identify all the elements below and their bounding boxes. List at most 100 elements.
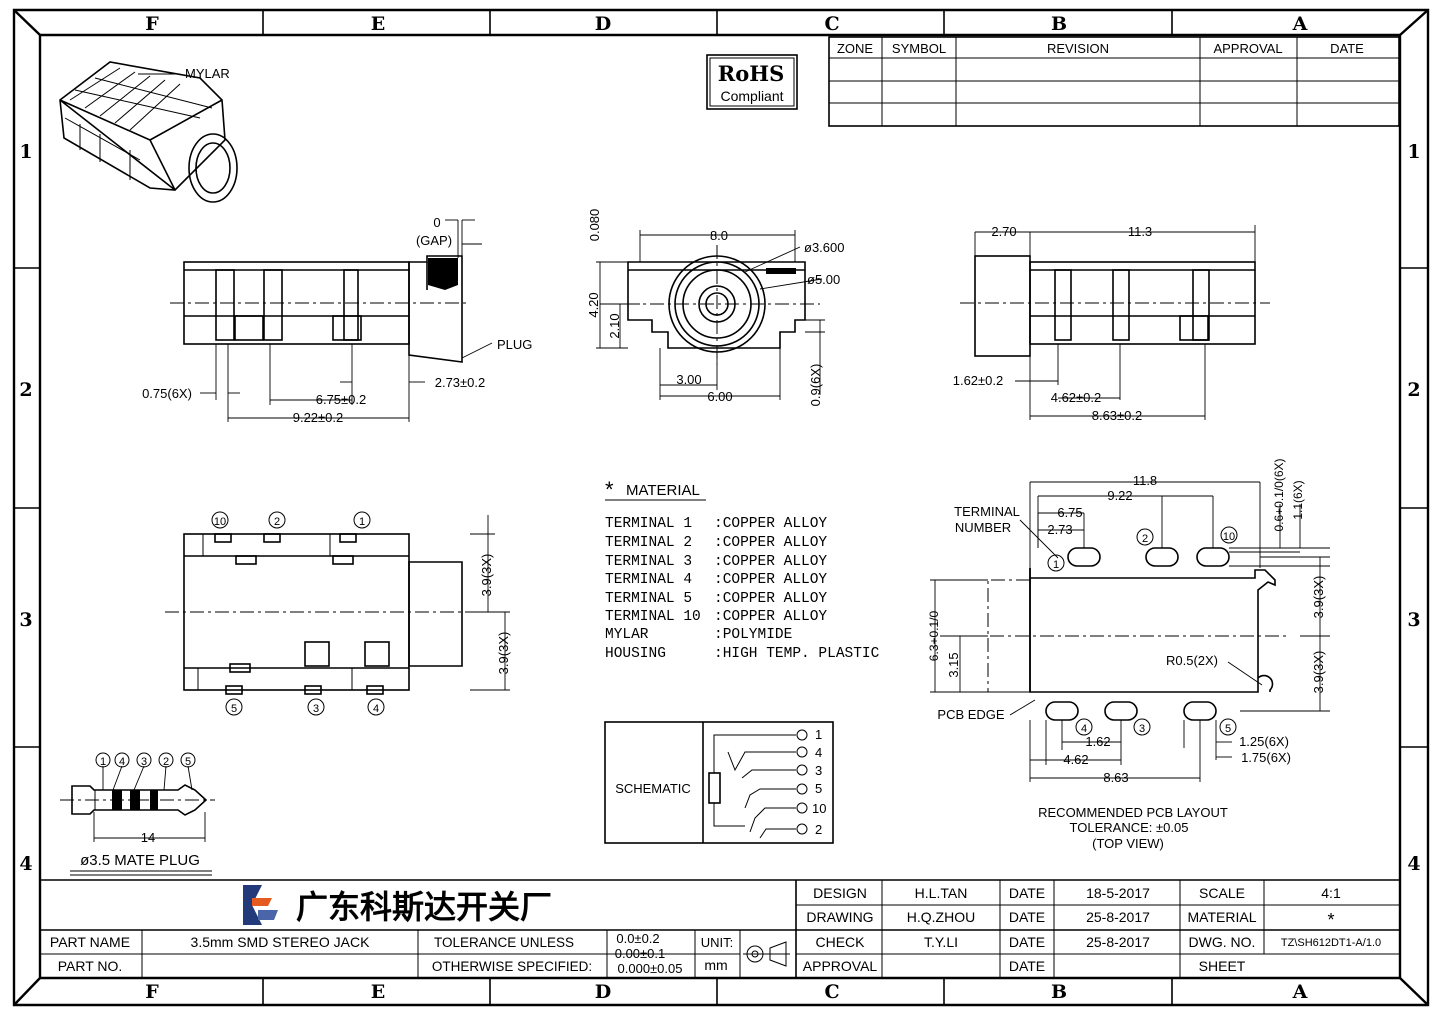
tolerance-1-decimal: 0.0±0.2 bbox=[616, 931, 659, 946]
dim-2-73: 2.73±0.2 bbox=[435, 375, 486, 390]
dim-2-70: 2.70 bbox=[991, 224, 1016, 239]
date-label-3: DATE bbox=[1009, 934, 1045, 950]
isometric-view: MYLAR bbox=[59, 61, 238, 203]
material-value-3: :COPPER ALLOY bbox=[714, 554, 827, 570]
row-label-4-right: 4 bbox=[1407, 853, 1420, 875]
schem-pin-5: 5 bbox=[815, 781, 822, 796]
pcb-pin-3: 3 bbox=[1139, 723, 1145, 735]
dim-6-75: 6.75±0.2 bbox=[316, 392, 367, 407]
bottom-pin-1: 1 bbox=[359, 516, 365, 528]
sheet-frame: F E D C B A F E D C B A 1 2 3 4 1 2 3 4 bbox=[12, 8, 1430, 1007]
dim-8-63: 8.63±0.2 bbox=[1092, 408, 1143, 423]
title-block: 广东科斯达开关厂 PART NAME 3.5mm SMD STEREO JACK… bbox=[40, 879, 1400, 978]
plug-pin-3: 3 bbox=[141, 756, 147, 768]
pcb-dim-3-15: 3.15 bbox=[946, 652, 961, 677]
col-label-d-bottom: D bbox=[595, 981, 611, 1003]
rohs-subtitle: Compliant bbox=[720, 88, 783, 104]
pcb-caption-3: (TOP VIEW) bbox=[1092, 836, 1164, 851]
dim-3-9-lower: 3.9(3X) bbox=[496, 632, 511, 675]
pcb-pin-4: 4 bbox=[1081, 723, 1087, 735]
pcb-dim-11-8: 11.8 bbox=[1133, 473, 1157, 488]
col-label-e-top: E bbox=[371, 13, 385, 35]
asterisk-icon: * bbox=[605, 477, 614, 502]
col-label-c-bottom: C bbox=[824, 981, 839, 1003]
tolerance-3-decimal: 0.000±0.05 bbox=[618, 961, 683, 976]
rev-header-symbol: SYMBOL bbox=[892, 41, 946, 56]
schem-pin-3: 3 bbox=[815, 763, 822, 778]
col-label-c-top: C bbox=[824, 13, 839, 35]
material-rows: TERMINAL 1 :COPPER ALLOY TERMINAL 2 :COP… bbox=[605, 516, 880, 662]
material-value-mylar: :POLYMIDE bbox=[714, 627, 792, 643]
material-part-10: TERMINAL 10 bbox=[605, 609, 701, 625]
row-label-1-right: 1 bbox=[1407, 141, 1420, 163]
schematic: SCHEMATIC 1 4 3 5 10 2 bbox=[604, 721, 834, 844]
bottom-pin-5: 5 bbox=[231, 703, 237, 715]
material-value-4: :COPPER ALLOY bbox=[714, 572, 827, 588]
schem-pin-1: 1 bbox=[815, 727, 822, 742]
date-value-1: 18-5-2017 bbox=[1086, 885, 1150, 901]
tolerance-line-1: TOLERANCE UNLESS bbox=[434, 935, 574, 950]
unit-value: mm bbox=[704, 957, 727, 973]
schem-pin-10: 10 bbox=[812, 801, 826, 816]
pcb-dim-3-9-upper: 3.9(3X) bbox=[1311, 576, 1326, 619]
col-label-d-top: D bbox=[595, 13, 611, 35]
approval-label: APPROVAL bbox=[803, 958, 878, 974]
dim-d5-00: ø5.00 bbox=[807, 272, 840, 287]
pcb-pin-10: 10 bbox=[1223, 531, 1235, 543]
pcb-layout: 1 2 10 4 3 5 TERMINAL NUMBER 11.8 9.22 6… bbox=[927, 458, 1330, 851]
col-label-b-top: B bbox=[1051, 13, 1067, 35]
mate-plug: 1 4 3 2 5 14 ø3.5 MATE PLUG bbox=[60, 752, 215, 876]
date-label-2: DATE bbox=[1009, 909, 1045, 925]
mate-plug-title: ø3.5 MATE PLUG bbox=[80, 852, 200, 869]
col-label-b-bottom: B bbox=[1051, 981, 1067, 1003]
check-value: T.Y.LI bbox=[924, 934, 958, 950]
plug-length: 14 bbox=[141, 830, 155, 845]
dim-0-75-6x: 0.75(6X) bbox=[142, 386, 192, 401]
dim-1-62: 1.62±0.2 bbox=[953, 373, 1004, 388]
pcb-caption-1: RECOMMENDED PCB LAYOUT bbox=[1038, 805, 1228, 820]
col-label-a-top: A bbox=[1292, 13, 1308, 35]
dim-2-10: 2.10 bbox=[607, 313, 622, 338]
material-part-housing: HOUSING bbox=[605, 646, 666, 662]
material-part-mylar: MYLAR bbox=[605, 627, 649, 643]
material-value-5: :COPPER ALLOY bbox=[714, 591, 827, 607]
material-part-1: TERMINAL 1 bbox=[605, 516, 692, 532]
part-no-label: PART NO. bbox=[58, 958, 123, 974]
bottom-pin-2: 2 bbox=[274, 516, 280, 528]
date-label-1: DATE bbox=[1009, 885, 1045, 901]
mylar-label: MYLAR bbox=[185, 66, 230, 81]
sheet-label: SHEET bbox=[1199, 958, 1246, 974]
pcb-dim-1-62: 1.62 bbox=[1085, 734, 1110, 749]
side-view-right: 2.70 11.3 1.62±0.2 4.62±0.2 8.63±0.2 bbox=[953, 224, 1270, 423]
pcb-pin-5: 5 bbox=[1225, 723, 1231, 735]
bottom-pin-3: 3 bbox=[313, 703, 319, 715]
row-label-2-left: 2 bbox=[19, 379, 32, 401]
pcb-caption-2: TOLERANCE: ±0.05 bbox=[1070, 820, 1189, 835]
plug-label: PLUG bbox=[497, 337, 532, 352]
col-label-f-top: F bbox=[145, 13, 159, 35]
rev-header-approval: APPROVAL bbox=[1213, 41, 1282, 56]
material-list: * MATERIAL TERMINAL 1 :COPPER ALLOY TERM… bbox=[605, 477, 880, 662]
pcb-dim-8-63: 8.63 bbox=[1103, 770, 1128, 785]
row-label-3-left: 3 bbox=[19, 609, 32, 631]
bottom-pin-4: 4 bbox=[373, 703, 379, 715]
material-label: MATERIAL bbox=[1188, 909, 1257, 925]
pcb-pin-2: 2 bbox=[1142, 533, 1148, 545]
material-part-4: TERMINAL 4 bbox=[605, 572, 692, 588]
dim-6-00: 6.00 bbox=[707, 389, 732, 404]
company-name: 广东科斯达开关厂 bbox=[296, 888, 552, 926]
material-part-2: TERMINAL 2 bbox=[605, 535, 692, 551]
tolerance-line-2: OTHERWISE SPECIFIED: bbox=[432, 959, 592, 974]
col-label-f-bottom: F bbox=[145, 981, 159, 1003]
company-logo bbox=[243, 885, 278, 925]
terminal-label: TERMINAL bbox=[954, 504, 1020, 519]
revision-table: ZONE SYMBOL REVISION APPROVAL DATE bbox=[828, 36, 1400, 127]
pcb-dim-6-75: 6.75 bbox=[1057, 505, 1082, 520]
material-value-housing: :HIGH TEMP. PLASTIC bbox=[714, 646, 880, 662]
dim-3-00: 3.00 bbox=[676, 372, 701, 387]
schem-pin-4: 4 bbox=[815, 745, 822, 760]
row-label-3-right: 3 bbox=[1407, 609, 1420, 631]
row-label-2-right: 2 bbox=[1407, 379, 1420, 401]
plug-pin-5: 5 bbox=[185, 756, 191, 768]
bottom-pin-10: 10 bbox=[214, 516, 226, 528]
